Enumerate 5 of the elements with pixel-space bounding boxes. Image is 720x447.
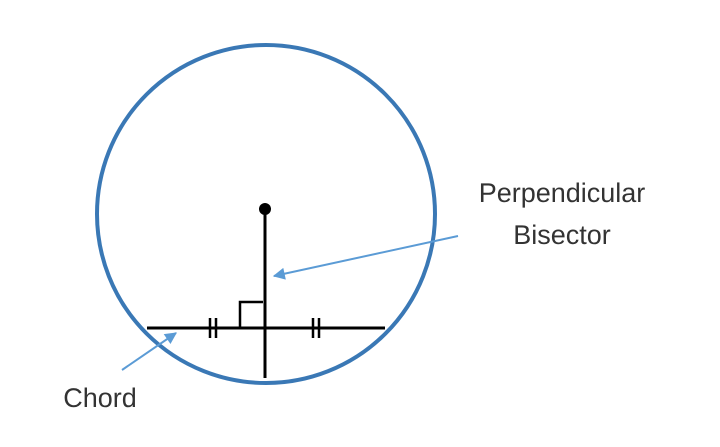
leader-line <box>272 235 458 280</box>
callout-label: Chord <box>40 377 160 419</box>
chord-line <box>147 326 385 330</box>
leader-line <box>121 332 177 371</box>
callout-label: Perpendicular Bisector <box>452 172 672 256</box>
